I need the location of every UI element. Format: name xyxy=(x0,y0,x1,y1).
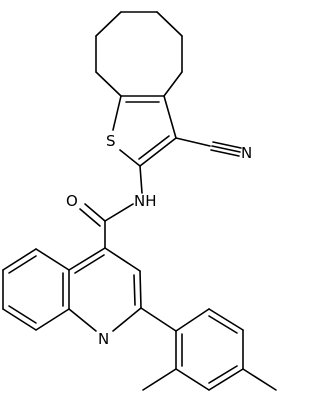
quinoline-benzo-ring xyxy=(2,248,70,331)
nitrile-group xyxy=(175,137,242,157)
structure-canvas: S N NH O N xyxy=(2,11,277,391)
cyclooctane-ring xyxy=(95,11,183,97)
ortho-methyl-bond xyxy=(142,368,177,391)
quinoline-nitrogen-label: N xyxy=(98,330,109,348)
nitrile-nitrogen-label: N xyxy=(241,144,252,162)
thiophene-ring xyxy=(112,95,177,167)
molecule-drawing: S N NH O N xyxy=(2,11,277,391)
para-methyl-bond xyxy=(242,368,277,391)
amide-linkage xyxy=(79,165,143,249)
sulfur-label: S xyxy=(106,132,116,150)
carbonyl-oxygen-label: O xyxy=(66,192,78,210)
atom-labels: S N NH O N xyxy=(66,132,252,348)
quinoline-pyridine-ring xyxy=(68,247,142,332)
dimethylphenyl-ring xyxy=(140,307,244,391)
amide-nitrogen-label: NH xyxy=(134,192,157,210)
methyl-groups xyxy=(142,368,277,391)
